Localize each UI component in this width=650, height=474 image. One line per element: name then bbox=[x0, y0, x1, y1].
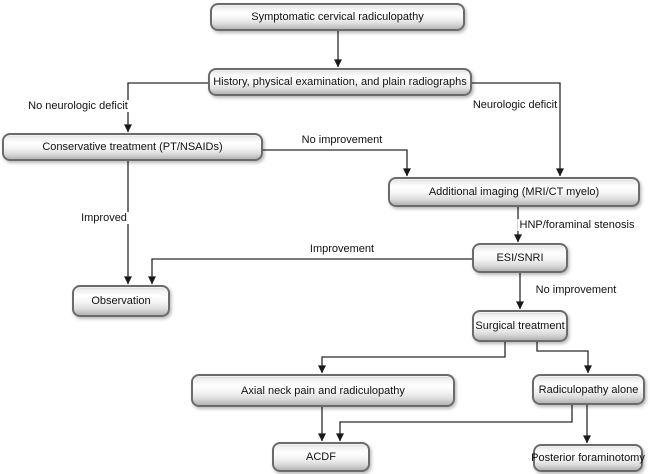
edge-label-no-improvement-esi: No improvement bbox=[533, 284, 619, 296]
node-acdf: ACDF bbox=[272, 442, 370, 472]
node-esi-snri: ESI/SNRI bbox=[472, 243, 568, 273]
node-conservative-treatment: Conservative treatment (PT/NSAIDs) bbox=[2, 133, 263, 161]
edge-surgical-treatment-to-radiculopathy-alone bbox=[536, 342, 592, 374]
node-posterior-foraminotomy: Posterior foraminotomy bbox=[531, 444, 645, 472]
node-history-physical-exam-radiographs: History, physical examination, and plain… bbox=[208, 68, 472, 96]
edge-history-to-conservative bbox=[124, 82, 208, 133]
edge-label-no-neurologic-deficit: No neurologic deficit bbox=[26, 100, 130, 112]
edge-label-hnp-foraminal-stenosis: HNP/foraminal stenosis bbox=[517, 219, 637, 231]
edge-label-neurologic-deficit: Neurologic deficit bbox=[470, 99, 560, 111]
edge-label-improved: Improved bbox=[79, 212, 129, 224]
edge-conservative-to-additional-imaging bbox=[263, 149, 411, 177]
node-additional-imaging: Additional imaging (MRI/CT myelo) bbox=[388, 177, 640, 207]
edge-label-no-improvement-conservative: No improvement bbox=[299, 134, 385, 146]
node-surgical-treatment: Surgical treatment bbox=[472, 310, 568, 342]
edge-history-to-additional-imaging bbox=[472, 82, 564, 177]
node-radiculopathy-alone: Radiculopathy alone bbox=[532, 374, 645, 405]
node-axial-neck-pain-and-radiculopathy: Axial neck pain and radiculopathy bbox=[191, 374, 455, 407]
node-observation: Observation bbox=[72, 285, 170, 317]
edge-esi-snri-to-observation bbox=[148, 258, 472, 285]
edge-surgical-treatment-to-axial-neck-pain bbox=[318, 342, 506, 374]
node-symptomatic-cervical-radiculopathy: Symptomatic cervical radiculopathy bbox=[210, 3, 465, 31]
edge-label-improvement: Improvement bbox=[307, 243, 377, 255]
edge-radiculopathy-alone-to-acdf bbox=[336, 405, 573, 442]
